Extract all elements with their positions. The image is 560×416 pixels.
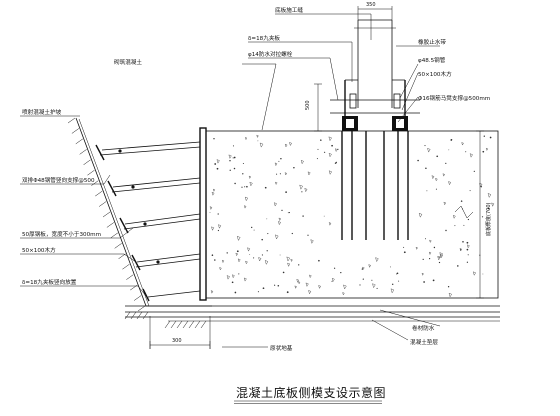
dim-500-label: 500 <box>305 100 311 110</box>
label-original-soil: 原状地基 <box>270 344 293 352</box>
leaders <box>20 13 441 348</box>
diagonal-braces <box>95 141 201 302</box>
label-steel-support: Φ16钢筋马凳支撑@500mm <box>418 94 490 102</box>
ground-line <box>124 305 500 329</box>
label-steel-pipe-48: φ48.5钢管 <box>418 56 446 64</box>
dim-slab-thickness-label: 底板厚度(700) <box>485 203 492 236</box>
label-plywood-18: δ=18九夹板 <box>248 34 280 42</box>
dimensions <box>149 6 484 349</box>
drawing-title: 混凝土底板侧模支设示意图 <box>236 385 386 400</box>
label-brick-fill: 砌筑混凝土 <box>114 58 142 66</box>
label-shotcrete-slope: 喷射混凝土护坡 <box>22 108 62 116</box>
label-concrete-cushion: 混凝土垫层 <box>410 338 438 346</box>
label-bolt-14: φ14防水对拉螺栓 <box>248 50 293 58</box>
concrete-aggregate-icon <box>209 134 495 298</box>
label-timber-50x100: 50×100木方 <box>418 70 452 78</box>
label-double-pipe-brace: 双排Φ48钢管竖向支撑@500 <box>22 176 95 184</box>
wall-stub <box>330 19 420 240</box>
soil-hatch-icon <box>124 311 207 329</box>
dim-350-label: 350 <box>366 2 376 8</box>
dim-300-label: 300 <box>172 338 182 344</box>
label-construction-joint: 底板施工缝 <box>275 6 303 14</box>
label-waterproofing: 卷材防水 <box>412 324 435 332</box>
label-steel-board: 50厚钢板，宽度不小于300mm <box>22 230 101 238</box>
floor-slab <box>199 127 499 301</box>
label-plywood-vertical: δ=18九夹板竖向放置 <box>22 278 77 286</box>
label-timber-50x100-b: 50×100木方 <box>22 246 56 254</box>
label-rubber-waterstop: 橡胶止水带 <box>418 38 446 46</box>
soil-hatch-icon <box>67 117 146 312</box>
